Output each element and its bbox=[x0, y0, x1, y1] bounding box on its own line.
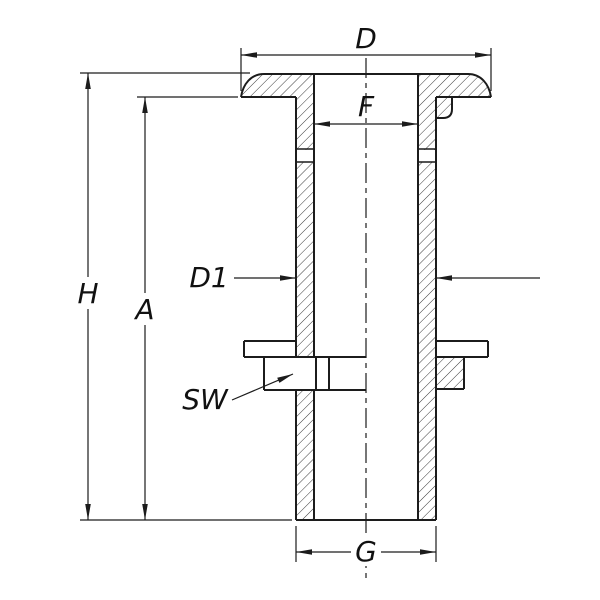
thread-relief-left bbox=[297, 150, 313, 162]
lock-nut bbox=[243, 340, 489, 391]
label-gap bbox=[131, 293, 159, 325]
arrowhead-right bbox=[420, 549, 436, 555]
arrowhead-left bbox=[296, 549, 312, 555]
flange-lip-outline bbox=[436, 97, 453, 119]
thread-relief-right bbox=[419, 150, 435, 162]
nut-right-section bbox=[436, 357, 464, 389]
flange-lip-section bbox=[436, 97, 452, 118]
dimension-F: F bbox=[314, 90, 418, 127]
arrowhead-right bbox=[402, 121, 418, 127]
dimension-label-D1: D1 bbox=[189, 261, 228, 294]
flange-left-section bbox=[241, 74, 314, 97]
arrowhead-left bbox=[314, 121, 330, 127]
tube-right-wall-section bbox=[418, 97, 436, 520]
dimension-label-D: D bbox=[355, 22, 377, 55]
arrowhead-right bbox=[475, 52, 491, 58]
dimension-label-F: F bbox=[358, 90, 375, 123]
fitting-body bbox=[240, 73, 492, 521]
arrowhead-left bbox=[241, 52, 257, 58]
flange-right-section bbox=[418, 74, 491, 97]
dimension-H: H bbox=[74, 72, 292, 521]
label-gap bbox=[351, 538, 381, 566]
arrowhead-bottom bbox=[85, 504, 91, 520]
arrowhead-right bbox=[436, 275, 452, 281]
tube-left-wall-section bbox=[296, 97, 314, 520]
dimension-G: G bbox=[295, 526, 437, 568]
section-hatching bbox=[241, 74, 491, 520]
label-SW: SW bbox=[182, 373, 294, 416]
dimension-label-G: G bbox=[355, 535, 377, 568]
arrowhead-bottom bbox=[142, 504, 148, 520]
label-gap bbox=[74, 277, 102, 309]
arrowhead-top bbox=[85, 73, 91, 89]
dimension-label-SW: SW bbox=[182, 383, 229, 416]
arrowhead-left bbox=[280, 275, 296, 281]
arrowhead-top bbox=[142, 97, 148, 113]
dimension-D1: D1 bbox=[189, 261, 540, 294]
leader-arrowhead bbox=[277, 374, 293, 383]
dimension-label-H: H bbox=[77, 277, 98, 310]
dimension-A: A bbox=[131, 96, 238, 520]
dimension-D: D bbox=[240, 22, 492, 91]
dimension-label-A: A bbox=[133, 293, 154, 326]
